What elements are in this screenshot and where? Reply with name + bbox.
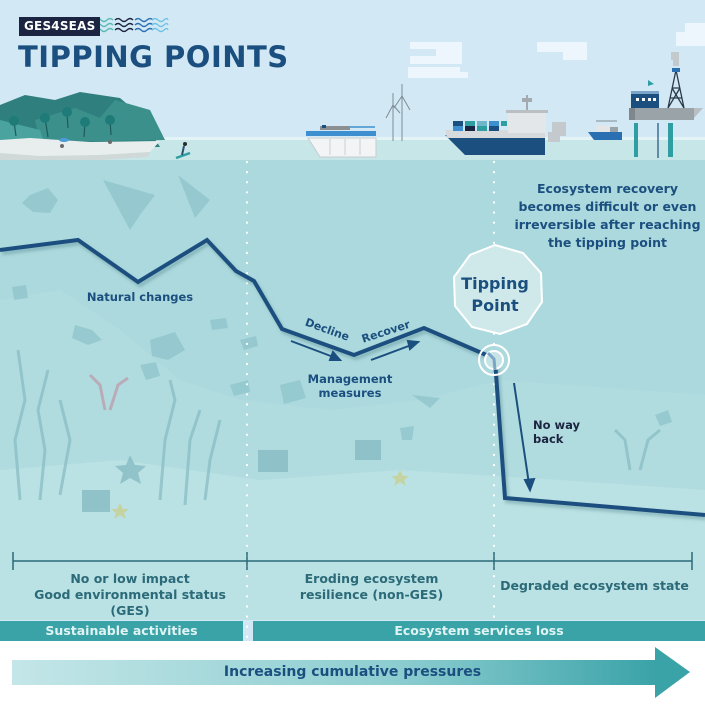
- zone-non-ges: Eroding ecosystem resilience (non-GES): [250, 571, 493, 603]
- recovery-note-line: irreversible after reaching: [514, 217, 701, 232]
- management-measures-line: measures: [318, 386, 382, 400]
- ecosystem-state-line: [0, 237, 705, 517]
- no-way-back-line: No way: [533, 418, 581, 432]
- no-way-back-line: back: [533, 432, 564, 446]
- surfer: [175, 142, 191, 160]
- tipping-point-badge: [452, 243, 544, 336]
- pressure-arrow-label: Increasing cumulative pressures: [223, 664, 482, 680]
- tipping-point-label: Tipping Point: [455, 273, 535, 317]
- tipping-point-marker: [452, 243, 544, 376]
- recover-arrowhead: [406, 339, 421, 351]
- management-measures-label: Management measures: [290, 372, 410, 400]
- seaweed: [13, 349, 661, 506]
- recovery-note-line: the tipping point: [547, 235, 668, 250]
- zone-degraded: Degraded ecosystem state: [497, 578, 692, 594]
- natural-changes-label: Natural changes: [86, 290, 194, 304]
- ges4seas-logo: GES4SEAS: [19, 17, 101, 36]
- ferry: [306, 125, 377, 158]
- ecosystem-services-loss-bar: Ecosystem services loss: [253, 621, 705, 641]
- sustainable-activities-bar: Sustainable activities: [0, 621, 243, 641]
- no-way-back-label: No way back: [533, 418, 593, 446]
- tipping-point-label-line: Point: [471, 296, 519, 315]
- island: [0, 92, 165, 160]
- marine-life: [12, 175, 672, 440]
- zone-line: Eroding ecosystem: [304, 571, 439, 586]
- tipping-point-label-line: Tipping: [461, 274, 529, 293]
- wind-turbines: [385, 84, 411, 141]
- clouds: [408, 23, 705, 78]
- zone-line: No or low impact: [70, 571, 190, 586]
- zone-ges: No or low impact Good environmental stat…: [14, 571, 246, 619]
- decline-arrowhead: [328, 350, 343, 361]
- page-title: TIPPING POINTS: [18, 40, 289, 74]
- zone-ruler: [12, 552, 693, 570]
- oil-rig: [629, 52, 703, 158]
- no-way-back-arrowhead: [523, 477, 536, 493]
- zone-line: resilience (non-GES): [299, 587, 444, 602]
- recovery-note-line: Ecosystem recovery: [537, 181, 678, 196]
- fishing-boat: [588, 120, 622, 140]
- recovery-note: Ecosystem recovery becomes difficult or …: [505, 180, 705, 252]
- zone-line: Degraded ecosystem state: [500, 578, 689, 593]
- pressure-arrow: [12, 647, 690, 698]
- management-measures-line: Management: [307, 372, 393, 386]
- zone-line: Good environmental status (GES): [34, 587, 226, 618]
- recovery-note-line: becomes difficult or even: [518, 199, 697, 214]
- cargo-ship: [445, 95, 566, 155]
- logo-waves: [94, 17, 169, 33]
- trend-arrows: [290, 339, 536, 493]
